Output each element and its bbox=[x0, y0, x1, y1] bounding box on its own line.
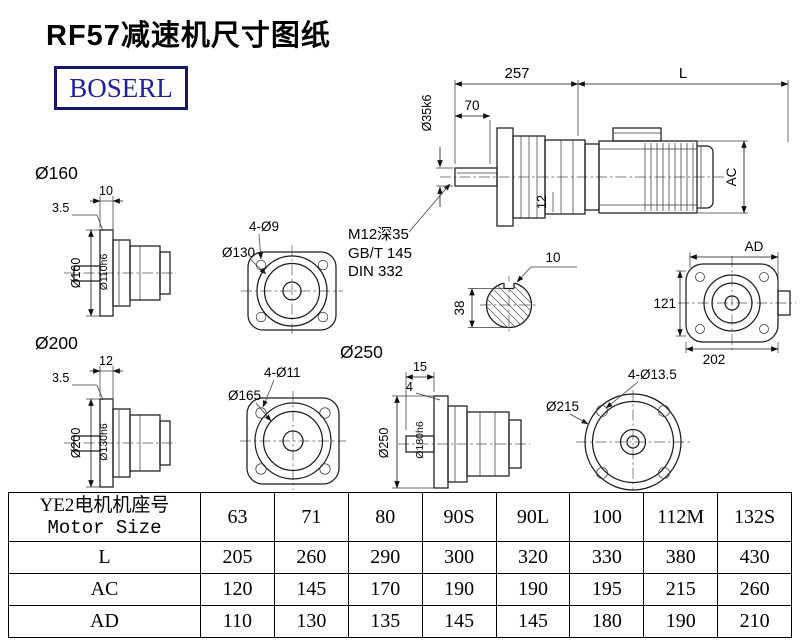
motor-size-header-cn: YE2电机机座号 bbox=[39, 495, 170, 516]
row-label-AD: AD bbox=[8, 605, 201, 638]
size-column-112m: 112M bbox=[643, 492, 719, 542]
table-cell: 205 bbox=[200, 541, 275, 574]
table-cell: 130 bbox=[273, 605, 349, 638]
dim-257: 257 bbox=[504, 65, 529, 82]
table-cell: 110 bbox=[200, 605, 275, 638]
dim-200-pilot: Ø130h6 bbox=[98, 423, 110, 461]
table-cell: 215 bbox=[643, 573, 719, 606]
table-cell: 170 bbox=[347, 573, 423, 606]
dim-160-flange: Ø160 bbox=[69, 258, 83, 289]
table-cell: 260 bbox=[273, 541, 349, 574]
dim-L: L bbox=[679, 65, 687, 82]
table-cell: 190 bbox=[495, 573, 571, 606]
row-label-AC: AC bbox=[8, 573, 201, 606]
table-cell: 300 bbox=[421, 541, 497, 574]
view-main-assembly: 257 L 70 Ø35k6 12 AC M12深35 GB/T 145 DIN… bbox=[348, 65, 789, 280]
dim-AD: AD bbox=[745, 239, 764, 254]
dim-250-pilot: Ø180h6 bbox=[414, 421, 426, 459]
dim-250-top: 15 bbox=[413, 360, 427, 374]
dim-200-thickness: 3.5 bbox=[52, 371, 69, 385]
dim-165-holes: 4-Ø11 bbox=[264, 365, 301, 380]
table-cell: 145 bbox=[273, 573, 349, 606]
table-cell: 320 bbox=[495, 541, 571, 574]
page-title: RF57减速机尺寸图纸 bbox=[46, 20, 331, 52]
dim-250-flange: Ø250 bbox=[377, 428, 391, 459]
view-flange-215: 4-Ø13.5 Ø215 bbox=[546, 367, 690, 491]
table-cell: 180 bbox=[569, 605, 645, 638]
table-row-AD: AD 110 130 135 145 145 180 190 210 bbox=[8, 605, 792, 638]
view-shaft-section: 10 38 bbox=[452, 250, 577, 334]
size-column-90s: 90S bbox=[421, 492, 497, 542]
motor-size-header-en: Motor Size bbox=[47, 517, 162, 539]
table-cell: 210 bbox=[717, 605, 792, 638]
dim-keyway-width: 10 bbox=[545, 250, 560, 265]
note-gbt-standard: GB/T 145 bbox=[348, 245, 412, 262]
view-250: 15 4 Ø250 Ø180h6 bbox=[377, 360, 530, 489]
dim-121: 121 bbox=[653, 296, 676, 311]
table-cell: 290 bbox=[347, 541, 423, 574]
group-label-250: Ø250 bbox=[340, 342, 383, 362]
table-cell: 430 bbox=[717, 541, 792, 574]
technical-drawing: 257 L 70 Ø35k6 12 AC M12深35 GB/T 145 DIN… bbox=[35, 65, 796, 491]
view-200: 12 3.5 Ø200 Ø130h6 bbox=[52, 354, 176, 488]
size-column-80: 80 bbox=[347, 492, 423, 542]
table-header-row: YE2电机机座号 Motor Size 63 71 80 90S 90L 100… bbox=[8, 492, 792, 542]
table-cell: 190 bbox=[421, 573, 497, 606]
table-cell: 195 bbox=[569, 573, 645, 606]
dim-160-pilot: Ø110h6 bbox=[98, 254, 110, 291]
view-flange-130: 4-Ø9 Ø130 bbox=[222, 219, 343, 337]
size-column-71: 71 bbox=[273, 492, 349, 542]
size-column-100: 100 bbox=[569, 492, 645, 542]
table-cell: 260 bbox=[717, 573, 792, 606]
motor-size-header: YE2电机机座号 Motor Size bbox=[8, 492, 201, 542]
dim-section-height: 38 bbox=[452, 300, 467, 315]
brand-logo: BOSERL bbox=[54, 66, 188, 110]
dim-160-top: 10 bbox=[99, 184, 113, 198]
table-cell: 145 bbox=[495, 605, 571, 638]
row-label-L: L bbox=[8, 541, 201, 574]
dim-202: 202 bbox=[703, 352, 726, 367]
dim-130-holes: 4-Ø9 bbox=[249, 219, 279, 234]
dim-160-thickness: 3.5 bbox=[52, 201, 69, 215]
dim-250-thickness: 4 bbox=[406, 380, 413, 394]
view-ad: AD 121 202 bbox=[653, 239, 796, 367]
brand-text: BOSERL bbox=[69, 72, 173, 103]
table-cell: 135 bbox=[347, 605, 423, 638]
dimension-table: YE2电机机座号 Motor Size 63 71 80 90S 90L 100… bbox=[8, 492, 792, 638]
dim-AC: AC bbox=[724, 167, 739, 186]
dim-200-flange: Ø200 bbox=[69, 428, 83, 459]
dim-130-bolt-circle: Ø130 bbox=[222, 245, 255, 260]
size-column-132s: 132S bbox=[717, 492, 792, 542]
dim-165-bolt-circle: Ø165 bbox=[228, 388, 261, 403]
table-cell: 190 bbox=[643, 605, 719, 638]
table-row-AC: AC 120 145 170 190 190 195 215 260 bbox=[8, 573, 792, 606]
table-cell: 145 bbox=[421, 605, 497, 638]
view-160: 10 3.5 Ø160 Ø110h6 bbox=[52, 184, 176, 317]
note-din-standard: DIN 332 bbox=[348, 263, 403, 280]
dim-215-outer: Ø215 bbox=[546, 399, 579, 414]
dim-200-top: 12 bbox=[99, 354, 113, 368]
view-flange-165: 4-Ø11 Ø165 bbox=[228, 365, 346, 490]
note-tapped-hole: M12深35 bbox=[348, 226, 409, 243]
table-cell: 330 bbox=[569, 541, 645, 574]
group-label-200: Ø200 bbox=[35, 333, 78, 353]
dim-70: 70 bbox=[464, 98, 479, 113]
size-column-90l: 90L bbox=[495, 492, 571, 542]
table-cell: 380 bbox=[643, 541, 719, 574]
group-label-160: Ø160 bbox=[35, 163, 78, 183]
dim-shaft-diameter: Ø35k6 bbox=[420, 95, 434, 132]
size-column-63: 63 bbox=[200, 492, 275, 542]
dim-215-holes: 4-Ø13.5 bbox=[628, 367, 677, 382]
table-row-L: L 205 260 290 300 320 330 380 430 bbox=[8, 541, 792, 574]
table-cell: 120 bbox=[200, 573, 275, 606]
dim-12: 12 bbox=[535, 195, 549, 209]
